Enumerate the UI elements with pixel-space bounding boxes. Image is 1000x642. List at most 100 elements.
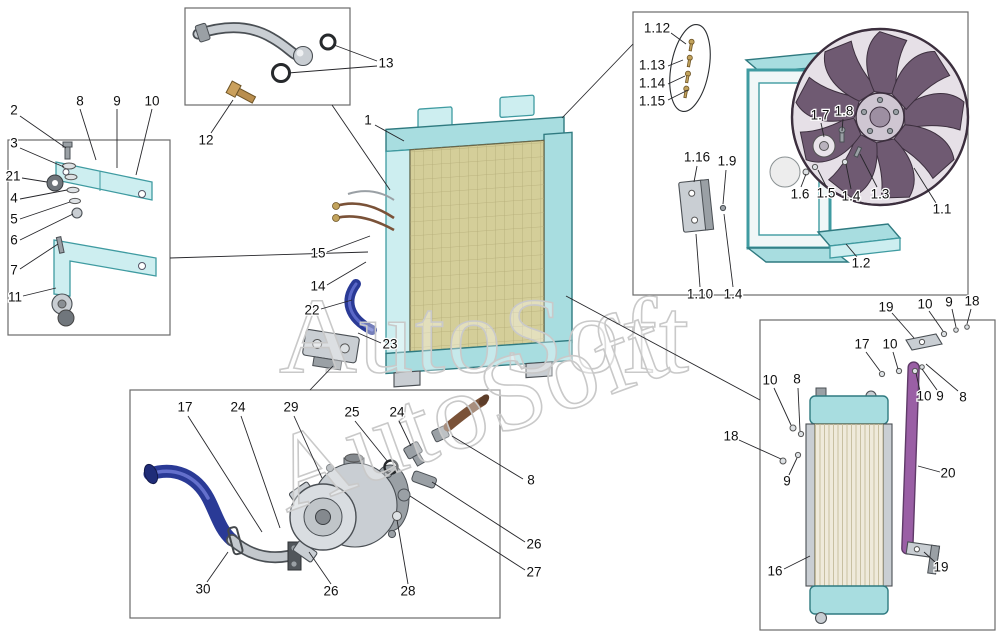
leader-line: [309, 365, 334, 391]
leader-line: [892, 351, 899, 370]
detail-frames: [7, 7, 996, 631]
elbow-fitting: [411, 470, 437, 489]
leader-line: [670, 32, 687, 45]
detail-box-pipe: [184, 7, 351, 106]
callout-24: 24: [389, 405, 405, 420]
callout-1_14: 1.14: [639, 76, 666, 91]
plug: [397, 488, 411, 502]
leader-line: [135, 108, 153, 176]
leader-line: [859, 153, 878, 188]
leader-line: [565, 295, 761, 401]
leader-line: [354, 420, 389, 463]
leader-line: [331, 104, 391, 191]
leader-line: [891, 312, 915, 339]
leader-line: [738, 439, 782, 460]
callout-18: 18: [964, 294, 979, 309]
callout-11: 11: [8, 290, 22, 305]
leader-line: [21, 177, 48, 183]
callout-30: 30: [195, 582, 210, 597]
callout-10: 10: [917, 297, 932, 312]
outlet-pipe: [192, 22, 337, 104]
leader-line: [667, 89, 689, 101]
callout-16: 16: [767, 564, 782, 579]
callout-26: 26: [526, 537, 541, 552]
pump-shaft: [315, 509, 331, 525]
leader-line: [695, 233, 701, 288]
tube-fitting: [332, 202, 340, 210]
callout-2: 2: [10, 103, 18, 118]
callout-1_2: 1.2: [852, 256, 871, 271]
callout-1_15: 1.15: [639, 94, 665, 109]
bracket-hardware: [46, 141, 83, 254]
callout-10: 10: [882, 337, 897, 352]
leader-line: [396, 519, 409, 585]
leader-line: [326, 261, 367, 286]
leader-line: [865, 351, 881, 372]
banjo-fitting: [403, 441, 426, 467]
leader-line: [951, 308, 957, 328]
callout-15: 15: [310, 246, 325, 261]
fan-bracket: [678, 178, 715, 233]
leader-line: [333, 44, 378, 62]
callout-1_3: 1.3: [871, 187, 890, 202]
leader-line: [320, 299, 353, 310]
leader-line: [817, 169, 827, 187]
leader-line: [923, 551, 936, 563]
hose-clamp: [227, 526, 244, 556]
callout-24: 24: [230, 400, 246, 415]
lower-bracket: [53, 239, 157, 297]
callout-1_4: 1.4: [724, 287, 743, 302]
leader-line: [326, 235, 371, 253]
leader-line: [210, 99, 234, 134]
leader-line: [915, 372, 921, 392]
callout-8: 8: [793, 372, 801, 387]
leader-line: [240, 415, 281, 529]
hose-nipple: [431, 394, 490, 443]
cooler-bracket-bottom: [905, 541, 941, 575]
leader-line: [921, 368, 938, 391]
leader-line: [917, 465, 941, 473]
shroud-lower-bracket: [816, 223, 902, 259]
leader-line: [22, 287, 57, 297]
callout-10: 10: [916, 389, 931, 404]
callout-26: 26: [323, 584, 338, 599]
tube-fitting: [332, 214, 340, 222]
leader-line: [431, 481, 526, 543]
detail-box-cooler: [759, 319, 996, 631]
callout-8: 8: [959, 390, 967, 405]
leader-line: [788, 457, 798, 476]
callout-5: 5: [10, 212, 18, 227]
callout-1_4: 1.4: [842, 189, 861, 204]
leader-line: [783, 555, 811, 570]
leader-line: [667, 59, 684, 67]
callout-12: 12: [198, 133, 213, 148]
radiator-assembly: [385, 94, 573, 388]
leader-line: [561, 43, 634, 119]
callout-1: 1: [364, 113, 372, 128]
leader-line: [169, 251, 369, 259]
callout-17: 17: [854, 337, 869, 352]
detail-box-bracket: [7, 139, 171, 336]
callout-10: 10: [762, 373, 777, 388]
callout-1_10: 1.10: [687, 287, 713, 302]
leader-line: [187, 415, 263, 533]
callout-8: 8: [76, 94, 84, 109]
mounting-brackets: [46, 141, 157, 327]
leader-line: [374, 124, 405, 142]
callout-1_5: 1.5: [817, 186, 836, 201]
oil-cooler: [805, 387, 893, 625]
callout-23: 23: [382, 337, 397, 352]
callout-1_16: 1.16: [684, 150, 710, 165]
hose-clamp-bracket: [302, 328, 360, 371]
leader-line: [287, 65, 378, 74]
leader-line: [925, 363, 959, 392]
o-ring: [319, 33, 337, 51]
callout-1_6: 1.6: [791, 187, 810, 202]
callout-7: 7: [10, 263, 18, 278]
drain-bolt: [225, 80, 257, 104]
callout-9: 9: [113, 94, 121, 109]
callout-13: 13: [378, 56, 393, 71]
o-ring: [383, 459, 399, 475]
callout-22: 22: [304, 303, 319, 318]
